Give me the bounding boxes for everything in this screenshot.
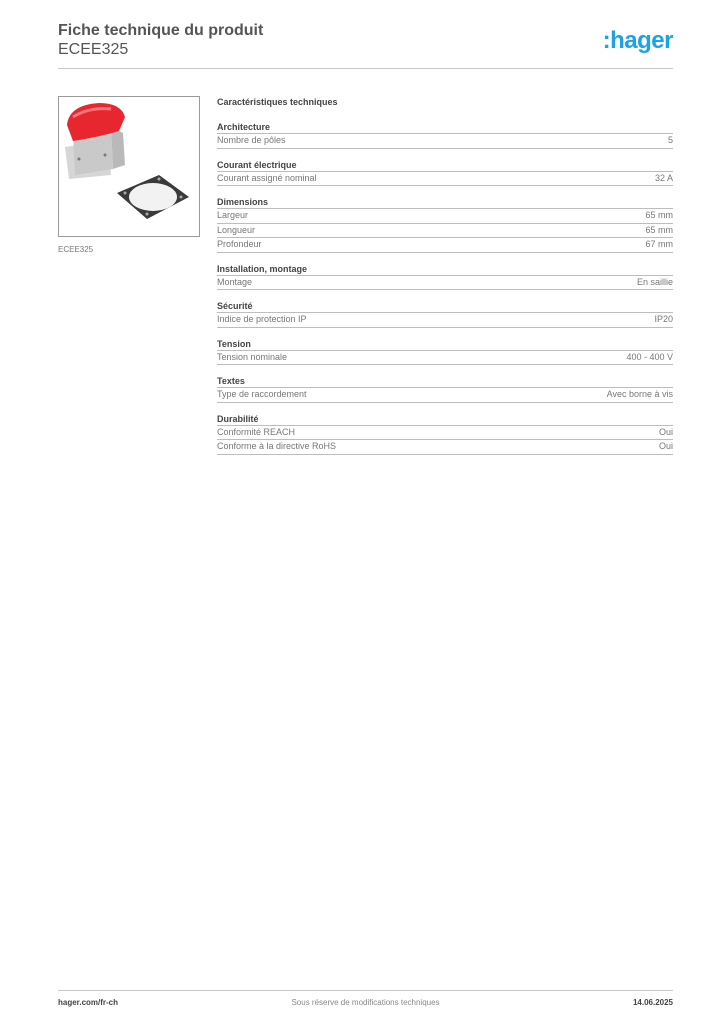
image-caption: ECEE325 bbox=[58, 245, 94, 254]
technical-specs: Caractéristiques techniques Architecture… bbox=[217, 95, 673, 465]
spec-label: Largeur bbox=[217, 210, 249, 220]
footer-divider bbox=[58, 990, 673, 991]
spec-group-tension: Tension Tension nominale 400 - 400 V bbox=[217, 338, 673, 365]
spec-group-architecture: Architecture Nombre de pôles 5 bbox=[217, 121, 673, 149]
spec-value: Oui bbox=[658, 441, 673, 451]
document-title: Fiche technique du produit bbox=[58, 22, 264, 39]
product-photo-icon bbox=[65, 103, 189, 219]
spec-value: Avec borne à vis bbox=[606, 389, 673, 399]
group-heading: Dimensions bbox=[217, 196, 673, 209]
spec-label: Courant assigné nominal bbox=[217, 172, 317, 183]
spec-value: 65 mm bbox=[645, 210, 673, 220]
spec-value: Oui bbox=[658, 426, 673, 437]
group-heading: Sécurité bbox=[217, 300, 673, 313]
spec-label: Type de raccordement bbox=[217, 389, 307, 399]
spec-row: Conformité REACH Oui bbox=[217, 426, 673, 440]
spec-row: Longueur 65 mm bbox=[217, 224, 673, 238]
spec-value: IP20 bbox=[654, 314, 673, 324]
spec-label: Nombre de pôles bbox=[217, 135, 286, 145]
spec-value: 65 mm bbox=[645, 224, 673, 235]
group-heading: Tension bbox=[217, 338, 673, 351]
footer-disclaimer: Sous réserve de modifications techniques bbox=[291, 998, 440, 1007]
spec-label: Conformité REACH bbox=[217, 426, 296, 437]
spec-group-dimensions: Dimensions Largeur 65 mm Longueur 65 mm … bbox=[217, 196, 673, 253]
spec-row: Courant assigné nominal 32 A bbox=[217, 172, 673, 186]
spec-row: Tension nominale 400 - 400 V bbox=[217, 351, 673, 365]
spec-label: Indice de protection IP bbox=[217, 314, 307, 324]
group-heading: Textes bbox=[217, 375, 673, 388]
hager-logo: :hager bbox=[602, 27, 674, 54]
spec-group-durabilite: Durabilité Conformité REACH Oui Conforme… bbox=[217, 413, 673, 455]
spec-group-textes: Textes Type de raccordement Avec borne à… bbox=[217, 375, 673, 403]
group-heading: Architecture bbox=[217, 121, 673, 134]
product-code: ECEE325 bbox=[58, 41, 129, 58]
spec-label: Longueur bbox=[217, 224, 256, 235]
group-heading: Durabilité bbox=[217, 413, 673, 426]
spec-row: Montage En saillie bbox=[217, 276, 673, 290]
spec-value: 5 bbox=[667, 135, 673, 145]
spec-value: 32 A bbox=[654, 172, 673, 183]
spec-label: Profondeur bbox=[217, 239, 262, 249]
header-divider bbox=[58, 68, 673, 69]
specs-title: Caractéristiques techniques bbox=[217, 97, 338, 107]
group-heading: Courant électrique bbox=[217, 159, 673, 172]
footer-website-link[interactable]: hager.com/fr-ch bbox=[58, 998, 119, 1007]
spec-label: Conforme à la directive RoHS bbox=[217, 441, 337, 451]
spec-row: Profondeur 67 mm bbox=[217, 238, 673, 253]
spec-group-installation: Installation, montage Montage En saillie bbox=[217, 263, 673, 290]
spec-row: Nombre de pôles 5 bbox=[217, 134, 673, 149]
spec-row: Conforme à la directive RoHS Oui bbox=[217, 440, 673, 455]
footer-date: 14.06.2025 bbox=[632, 998, 673, 1007]
spec-value: En saillie bbox=[636, 276, 673, 287]
product-image bbox=[58, 96, 200, 237]
spec-row: Type de raccordement Avec borne à vis bbox=[217, 388, 673, 403]
page-header: Fiche technique du produit ECEE325 :hage… bbox=[58, 21, 674, 59]
spec-label: Tension nominale bbox=[217, 351, 288, 362]
spec-group-courant: Courant électrique Courant assigné nomin… bbox=[217, 159, 673, 186]
spec-value: 400 - 400 V bbox=[626, 351, 673, 362]
spec-row: Largeur 65 mm bbox=[217, 209, 673, 224]
spec-value: 67 mm bbox=[645, 239, 673, 249]
spec-group-securite: Sécurité Indice de protection IP IP20 bbox=[217, 300, 673, 328]
spec-row: Indice de protection IP IP20 bbox=[217, 313, 673, 328]
spec-label: Montage bbox=[217, 276, 253, 287]
group-heading: Installation, montage bbox=[217, 263, 673, 276]
